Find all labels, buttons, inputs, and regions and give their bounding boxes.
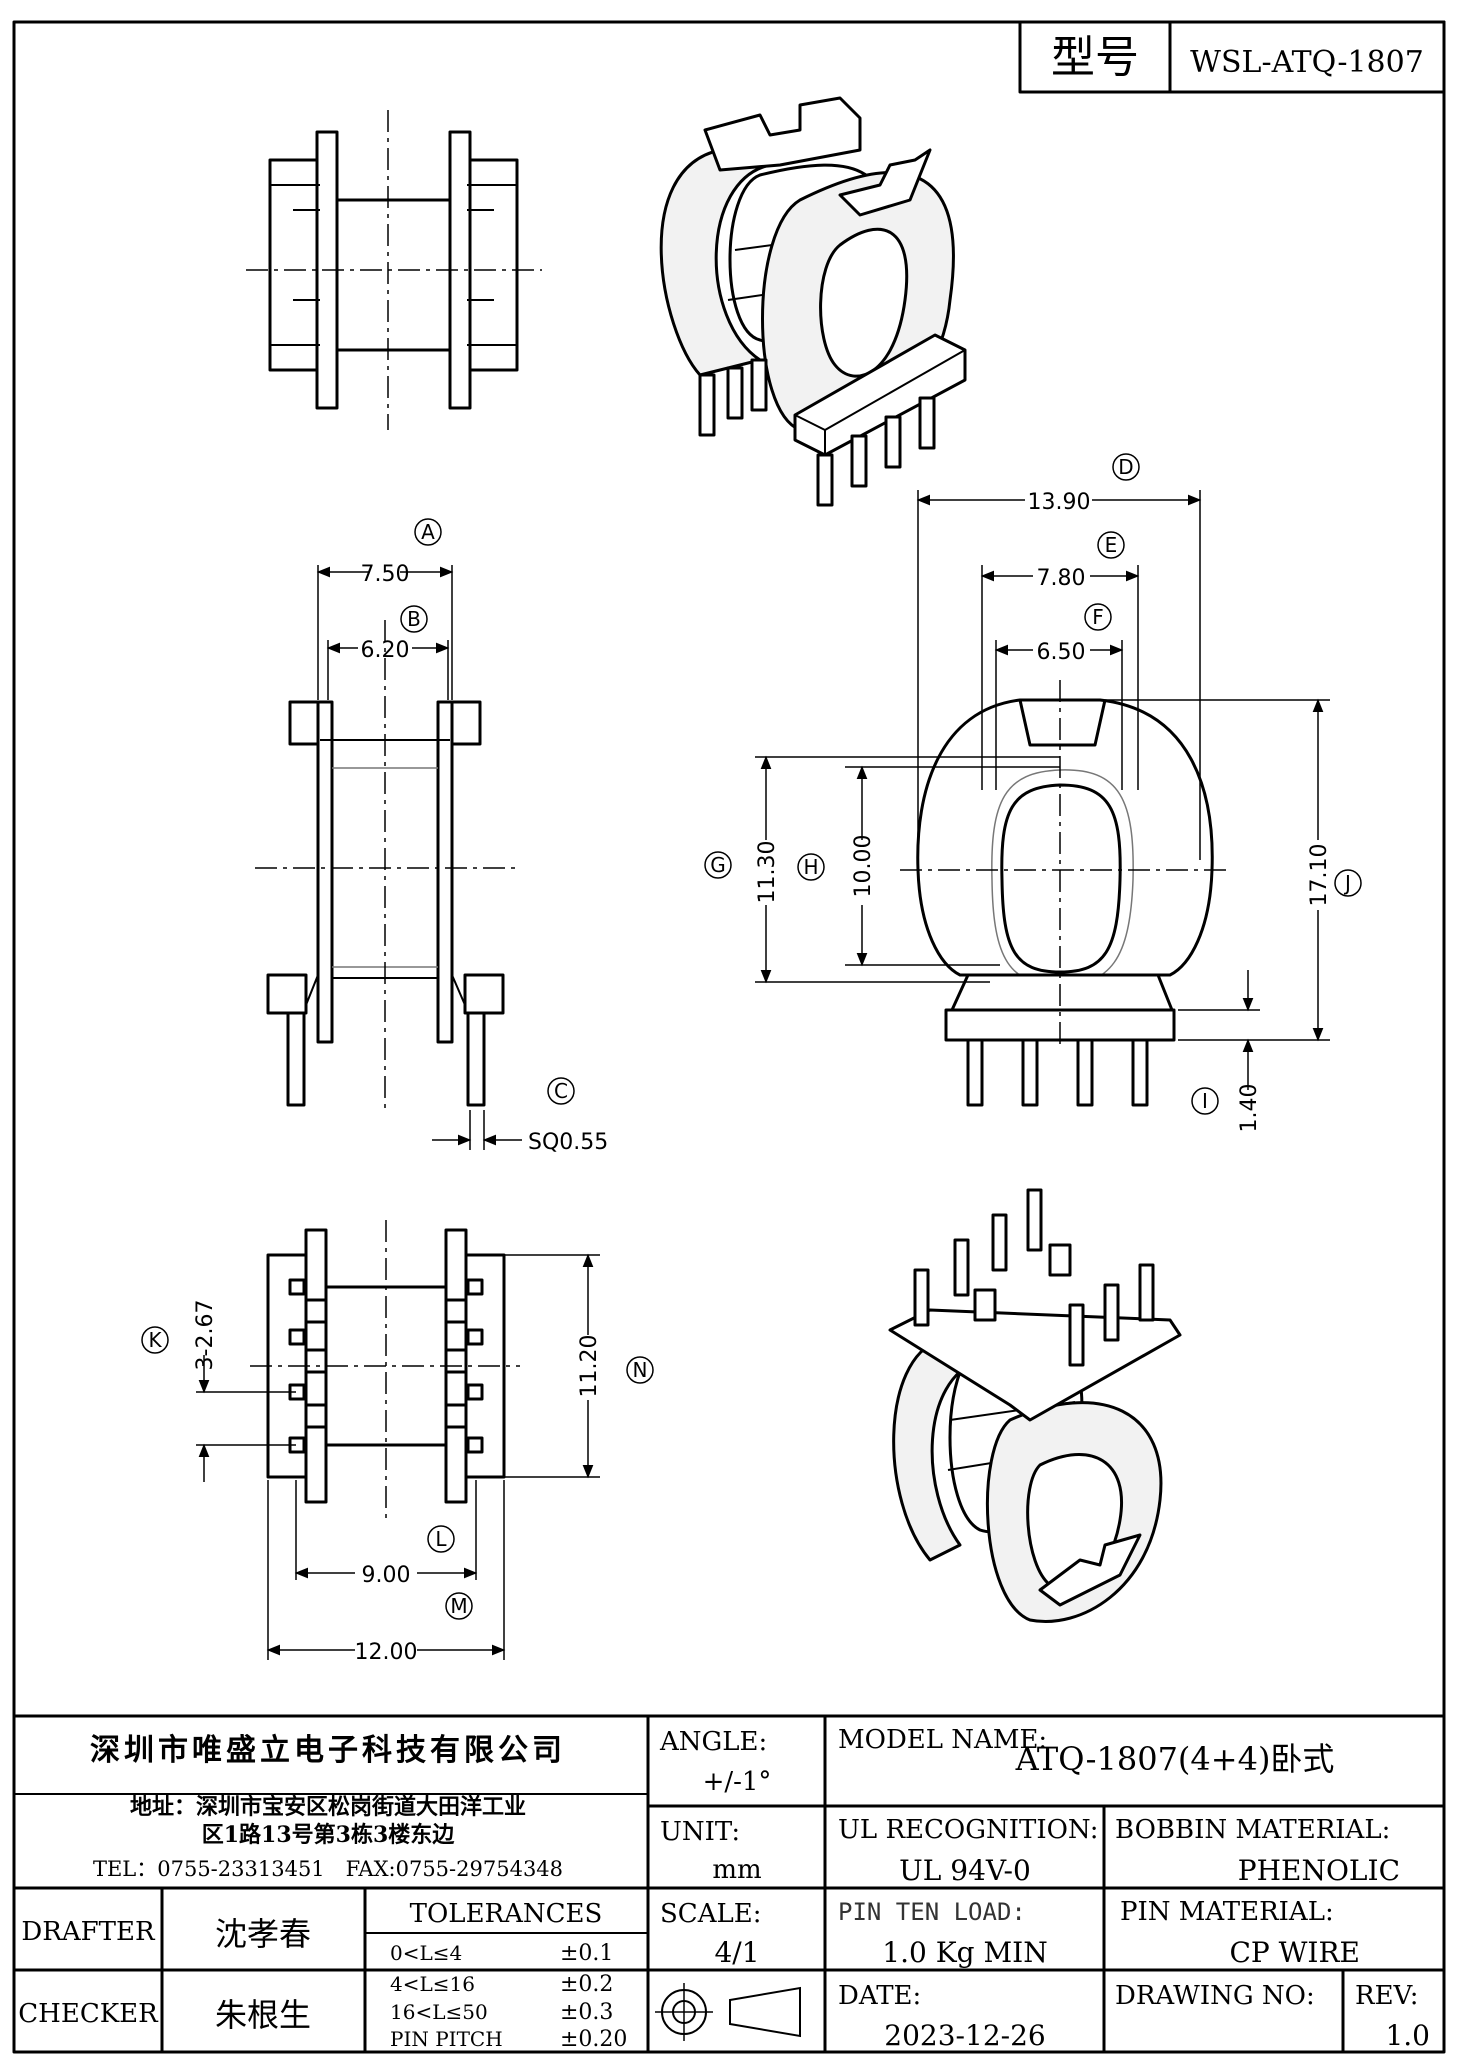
dim-h-value: 10.00: [851, 835, 876, 898]
dim-e-value: 7.80: [1037, 566, 1086, 591]
svg-text:F: F: [1092, 605, 1104, 629]
callout-f: F: [1084, 603, 1112, 631]
tolerance-value-2: ±0.2: [560, 1972, 613, 1997]
view-top: [246, 110, 542, 430]
bobbin-material-label: BOBBIN MATERIAL:: [1115, 1815, 1390, 1845]
model-name-value: ATQ-1807(4+4)卧式: [1015, 1740, 1335, 1778]
tolerance-range-1: 0<L≤4: [390, 1941, 462, 1965]
dim-j-value: 17.10: [1307, 844, 1332, 907]
type-label: 型号: [1051, 32, 1139, 83]
scale-value: 4/1: [714, 1936, 759, 1969]
ul-label: UL RECOGNITION:: [838, 1815, 1099, 1845]
company-address-2: 区1路13号第3栋3楼东边: [202, 1822, 456, 1848]
svg-text:I: I: [1202, 1089, 1208, 1113]
svg-text:M: M: [450, 1594, 467, 1618]
dim-m-value: 12.00: [355, 1640, 418, 1665]
callout-b: B: [400, 605, 428, 633]
checker-name: 朱根生: [215, 1996, 311, 2034]
dim-c-value: SQ0.55: [528, 1130, 608, 1155]
tolerances-label: TOLERANCES: [410, 1899, 603, 1929]
scale-label: SCALE:: [660, 1899, 762, 1929]
tolerance-range-2: 4<L≤16: [390, 1972, 475, 1996]
callout-a: A: [414, 518, 442, 546]
svg-text:L: L: [435, 1527, 447, 1551]
dim-k-value: 3-2.67: [193, 1300, 218, 1371]
model-header-box: 型号 WSL-ATQ-1807: [1018, 20, 1446, 94]
type-value: WSL-ATQ-1807: [1190, 45, 1424, 80]
drafter-name: 沈孝春: [215, 1915, 311, 1953]
company-contact: TEL：0755-23313451 FAX:0755-29754348: [93, 1857, 563, 1881]
callout-n: N: [626, 1356, 654, 1384]
svg-text:A: A: [421, 520, 435, 544]
dim-l-value: 9.00: [362, 1563, 411, 1588]
view-bottom: 3-2.67 11.20 9.00 12.00: [193, 1220, 602, 1665]
callout-c: C: [547, 1077, 575, 1105]
tolerance-value-1: ±0.1: [560, 1941, 613, 1966]
callout-l: L: [427, 1525, 455, 1553]
callout-h: H: [797, 853, 825, 881]
svg-text:N: N: [633, 1358, 648, 1382]
pin-load-label: PIN TEN LOAD:: [838, 1898, 1026, 1926]
view-isometric-bottom: [888, 1188, 1182, 1623]
svg-text:D: D: [1118, 455, 1133, 479]
rev-value: 1.0: [1385, 2019, 1430, 2052]
view-front: 13.90 7.80 6.50 11.30 10.00 17.10: [755, 490, 1332, 1132]
view-side: 7.50 6.20 SQ0.55: [255, 562, 608, 1155]
title-block: 深圳市唯盛立电子科技有限公司 地址：深圳市宝安区松岗街道大田洋工业 区1路13号…: [14, 1714, 1444, 2052]
angle-value: +/-1°: [703, 1767, 772, 1797]
unit-label: UNIT:: [660, 1817, 740, 1847]
pin-load-value: 1.0 Kg MIN: [882, 1936, 1047, 1969]
svg-text:H: H: [803, 855, 818, 879]
callout-m: M: [445, 1592, 473, 1620]
svg-text:G: G: [710, 853, 726, 877]
pin-material-value: CP WIRE: [1229, 1936, 1360, 1969]
bobbin-material-value: PHENOLIC: [1238, 1854, 1400, 1887]
callout-g: G: [704, 851, 732, 879]
unit-value: mm: [712, 1855, 761, 1885]
drawing-no-label: DRAWING NO:: [1115, 1981, 1315, 2011]
company-name: 深圳市唯盛立电子科技有限公司: [90, 1733, 566, 1768]
dim-g-value: 11.30: [755, 841, 780, 904]
checker-label: CHECKER: [18, 1999, 159, 2029]
tolerance-range-3: 16<L≤50: [390, 2000, 488, 2024]
drafter-label: DRAFTER: [21, 1917, 156, 1947]
svg-text:C: C: [554, 1079, 568, 1103]
callout-d: D: [1112, 453, 1140, 481]
angle-label: ANGLE:: [659, 1727, 767, 1757]
pin-material-label: PIN MATERIAL:: [1120, 1897, 1334, 1927]
dim-d-value: 13.90: [1028, 490, 1091, 515]
tolerance-range-4: PIN PITCH: [390, 2027, 503, 2051]
dim-a-value: 7.50: [361, 562, 410, 587]
projection-symbol-icon: [655, 1983, 801, 2041]
date-value: 2023-12-26: [884, 2019, 1045, 2052]
dim-f-value: 6.50: [1037, 640, 1086, 665]
dim-i-value: 1.40: [1237, 1084, 1262, 1133]
rev-label: REV:: [1355, 1981, 1418, 2011]
ul-value: UL 94V-0: [899, 1854, 1031, 1887]
svg-text:B: B: [407, 607, 421, 631]
callout-j: J: [1334, 869, 1362, 897]
callout-k: K: [141, 1326, 169, 1354]
callouts: A B C D E F G H I J K L M N: [141, 453, 1362, 1620]
company-address-1: 地址：深圳市宝安区松岗街道大田洋工业: [130, 1794, 526, 1820]
view-isometric-top: [659, 96, 967, 507]
callout-i: I: [1191, 1087, 1219, 1115]
tolerance-value-4: ±0.20: [560, 2027, 627, 2052]
drawing-border: [12, 20, 1446, 2054]
svg-text:K: K: [148, 1328, 162, 1352]
tolerance-value-3: ±0.3: [560, 2000, 613, 2025]
model-name-label: MODEL NAME:: [838, 1725, 1047, 1755]
date-label: DATE:: [838, 1981, 921, 2011]
dim-n-value: 11.20: [577, 1335, 602, 1398]
callout-e: E: [1097, 531, 1125, 559]
dim-b-value: 6.20: [361, 638, 410, 663]
svg-text:J: J: [1343, 871, 1351, 895]
svg-text:E: E: [1105, 533, 1118, 557]
